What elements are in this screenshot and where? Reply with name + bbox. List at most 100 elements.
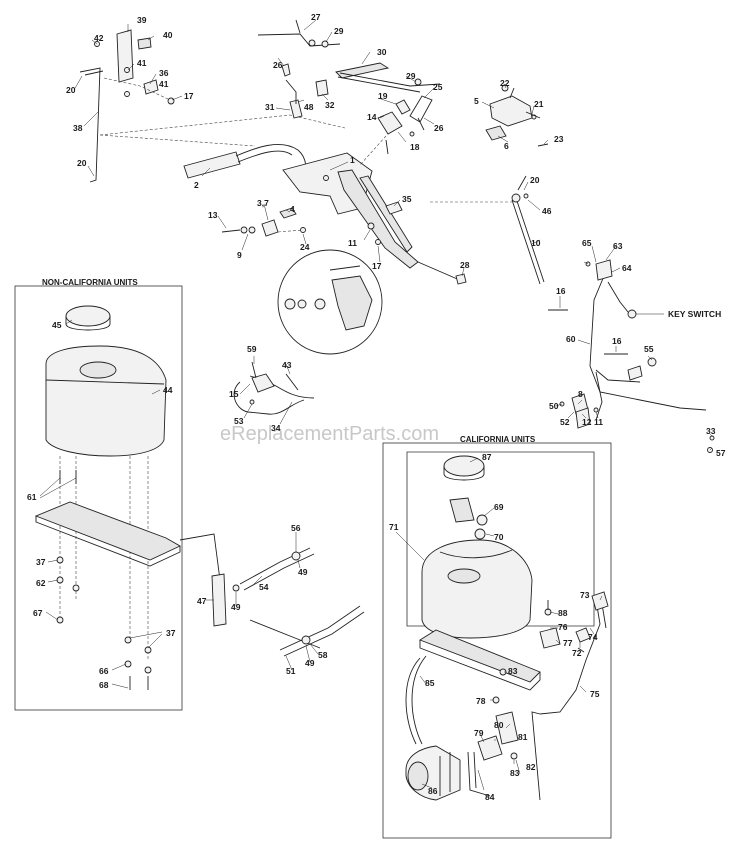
callout: 10 [531,238,541,248]
callout: 63 [613,241,623,251]
callout: 87 [482,452,492,462]
callout: 49 [305,658,315,668]
callout: 8 [578,389,583,399]
callout: 25 [433,82,443,92]
callout: 41 [159,79,169,89]
callout: 33 [706,426,716,436]
callout: 2 [194,180,199,190]
callout: 85 [425,678,435,688]
callout: 37 [36,557,46,567]
wiring-harness [548,259,715,453]
pedal-bracket-assembly [485,84,549,147]
callout: 4 [290,204,295,214]
callout: 83 [508,666,518,676]
callout: 29 [406,71,416,81]
callout: 71 [389,522,399,532]
callout: 49 [231,602,241,612]
handle-assembly [183,19,441,269]
callout: 43 [282,360,292,370]
callout: 79 [474,728,484,738]
callout: 17 [372,261,382,271]
callout: 41 [137,58,147,68]
callout: 65 [582,238,592,248]
callout: 81 [518,732,528,742]
callout: 57 [716,448,726,458]
non-california-title: NON-CALIFORNIA UNITS [42,278,138,287]
callout: 69 [494,502,504,512]
watermark: eReplacementParts.com [220,423,439,445]
callout: 17 [184,91,194,101]
callout: 9 [237,250,242,260]
callout: 34 [271,423,281,433]
california-box [382,442,612,839]
callout: 6 [504,141,509,151]
callout: 50 [549,401,559,411]
callout: 46 [542,206,552,216]
callout: 38 [73,123,83,133]
callout: 61 [27,492,37,502]
callout: 80 [494,720,504,730]
fuel-tank-california [421,455,533,639]
callout: 51 [286,666,296,676]
callout: 20 [66,85,76,95]
callout: 62 [36,578,46,588]
callout: 64 [622,263,632,273]
callout: 27 [311,12,321,22]
callout: 18 [410,142,420,152]
callout: 82 [526,762,536,772]
callout: 1 [350,155,355,165]
callout: 3,7 [257,198,269,208]
callouts: 39 40 42 41 36 41 17 20 38 20 27 29 30 2… [27,12,726,802]
leader-lines [39,19,713,791]
callout: 73 [580,590,590,600]
callout: 15 [229,389,239,399]
callout: 74 [588,632,598,642]
callout: 54 [259,582,269,592]
callout: 58 [318,650,328,660]
callout: 66 [99,666,109,676]
callout: 45 [52,320,62,330]
callout: 55 [644,344,654,354]
callout: 86 [428,786,438,796]
callout: 12 [582,417,592,427]
callout: 13 [208,210,218,220]
callout: 72 [572,648,582,658]
callout: 31 [265,102,275,112]
callout: 76 [558,622,568,632]
callout: 44 [163,385,173,395]
callout: 78 [476,696,486,706]
callout: 59 [247,344,257,354]
callout: 49 [298,567,308,577]
callout: 56 [291,523,301,533]
callout: 53 [234,416,244,426]
callout: 11 [594,417,603,427]
callout: 23 [554,134,564,144]
callout: 52 [560,417,570,427]
callout: 39 [137,15,147,25]
callout: 11 [348,238,357,248]
callout: 30 [377,47,387,57]
callout: 83 [510,768,520,778]
callout: 16 [556,286,566,296]
detail-inset [277,249,383,355]
non-california-box [14,285,183,711]
callout: 22 [500,78,510,88]
california-inner-box [406,451,595,627]
rod-assembly [430,175,545,285]
throttle-cable [233,361,315,415]
callout: 16 [612,336,622,346]
brake-linkage [359,78,433,166]
callout: 48 [304,102,314,112]
callout: 67 [33,608,43,618]
callout: 19 [378,91,388,101]
callout: 40 [163,30,173,40]
callout: 60 [566,334,576,344]
callout: 29 [334,26,344,36]
callout: 75 [590,689,600,699]
callout: 20 [530,175,540,185]
california-title: CALIFORNIA UNITS [460,435,536,444]
fuel-tank-non-california [34,305,181,690]
callout: 68 [99,680,109,690]
callout: 21 [534,99,544,109]
